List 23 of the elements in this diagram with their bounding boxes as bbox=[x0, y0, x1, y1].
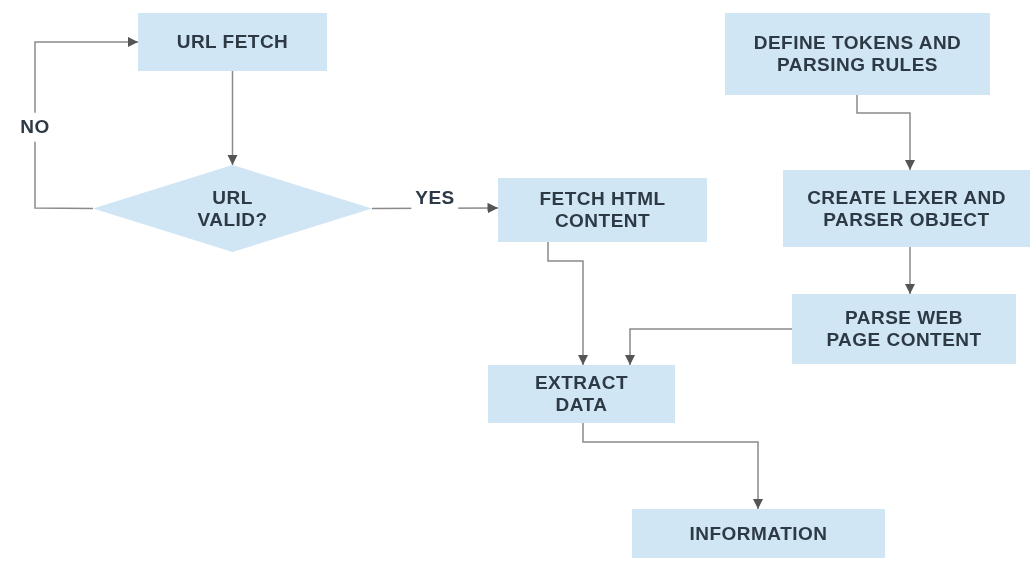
process-box bbox=[498, 178, 707, 242]
arrow bbox=[904, 246, 916, 295]
process-box bbox=[138, 13, 327, 71]
arrow bbox=[34, 36, 139, 210]
process-box bbox=[488, 365, 675, 423]
arrow bbox=[624, 328, 793, 366]
arrow bbox=[547, 241, 589, 366]
node-text: INFORMATION bbox=[688, 522, 829, 545]
node-text: CREATE LEXER AND PARSER OBJECT bbox=[806, 186, 1007, 231]
process-box bbox=[632, 509, 885, 558]
process-box bbox=[783, 170, 1030, 247]
node-text: DEFINE TOKENS AND PARSING RULES bbox=[752, 32, 963, 76]
node-text: FETCH HTML CONTENT bbox=[538, 188, 667, 232]
arrow bbox=[582, 422, 764, 510]
node-text: URL FETCH bbox=[175, 31, 290, 53]
process-box bbox=[725, 13, 990, 95]
arrow bbox=[227, 70, 238, 166]
node-text: EXTRACT DATA bbox=[533, 372, 629, 416]
node-text: PARSE WEB PAGE CONTENT bbox=[825, 307, 983, 351]
process-box bbox=[792, 294, 1016, 364]
node-text: URL VALID? bbox=[196, 186, 269, 231]
decision-diamond bbox=[93, 165, 372, 252]
arrow bbox=[856, 94, 916, 171]
